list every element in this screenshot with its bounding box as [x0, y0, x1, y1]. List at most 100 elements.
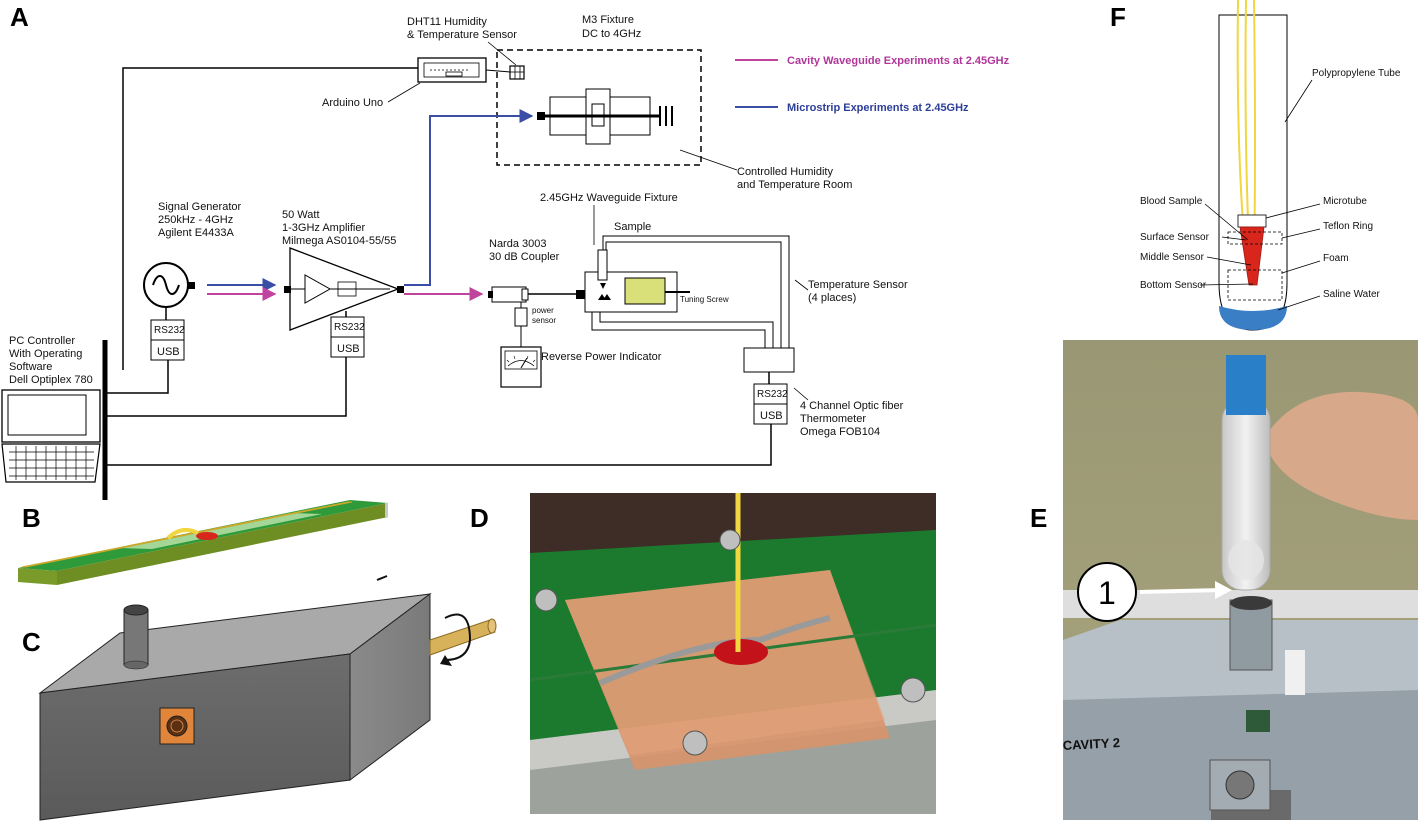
arduino-cable	[122, 67, 418, 370]
signal-generator-label-2: 250kHz - 4GHz	[158, 214, 233, 226]
reverse-power-meter	[500, 346, 542, 388]
controlled-room-box	[496, 49, 702, 166]
amplifier-label-1: 50 Watt	[282, 209, 320, 221]
panel-c-cavity	[38, 575, 497, 821]
amp-interface	[330, 316, 365, 358]
pc-computer-icon	[1, 389, 101, 483]
coupler	[488, 286, 576, 347]
thermometer-rs232: RS232	[757, 389, 788, 400]
thermometer-interface	[753, 383, 788, 425]
panel-a-schematic: Arduino Uno DHT11 Humidity & Temperature…	[1, 14, 1010, 500]
saline-leader	[1277, 295, 1321, 311]
temperature-sensor-leader	[794, 279, 809, 291]
m3-fixture-label-2: DC to 4GHz	[582, 28, 641, 40]
panel-letter-b: B	[22, 503, 41, 533]
thermometer-cable	[107, 424, 772, 466]
panel-letter-f: F	[1110, 2, 1126, 32]
amplifier-label-3: Milmega AS0104-55/55	[282, 235, 396, 247]
temperature-fibers	[591, 235, 790, 348]
thermometer-usb: USB	[760, 410, 783, 422]
arduino-dht-cable	[485, 69, 511, 73]
coupler-label-2: 30 dB Coupler	[489, 251, 560, 263]
sine-wave-icon	[152, 275, 180, 295]
microtube-label: Microtube	[1323, 196, 1367, 207]
arduino-label: Arduino Uno	[322, 97, 383, 109]
arduino-leader	[387, 82, 421, 103]
pc-controller-label-4: Dell Optiplex 780	[9, 374, 93, 386]
thermometer-label-1: 4 Channel Optic fiber	[800, 400, 904, 412]
thermometer-label-2: Thermometer	[800, 413, 866, 425]
foam-label: Foam	[1323, 253, 1349, 264]
power-sensor-label-1: power	[532, 306, 554, 315]
foam-leader	[1281, 260, 1321, 274]
tuning-screw-label: Tuning Screw	[680, 295, 729, 304]
pc-controller-label-2: With Operating	[9, 348, 82, 360]
teflon-leader	[1281, 228, 1321, 239]
dht11-label-2: & Temperature Sensor	[407, 29, 517, 41]
blood-label: Blood Sample	[1140, 196, 1203, 207]
m3-fixture-device	[537, 88, 673, 145]
middle-sensor-label: Middle Sensor	[1140, 252, 1205, 263]
polypropylene-leader	[1284, 79, 1313, 123]
siggen-usb: USB	[157, 346, 180, 358]
temperature-sensor-label-2: (4 places)	[808, 292, 856, 304]
marker-circle	[1077, 562, 1137, 622]
blood-leader	[1204, 203, 1249, 241]
amp-to-m3-blue	[404, 109, 534, 286]
dht11-sensor	[509, 65, 525, 80]
signal-generator-label-3: Agilent E4433A	[158, 227, 234, 239]
amplifier-label-2: 1-3GHz Amplifier	[282, 222, 365, 234]
saline-label: Saline Water	[1323, 289, 1381, 300]
sample-label: Sample	[614, 221, 651, 233]
arduino-board	[417, 57, 487, 83]
panel-letter-e: E	[1030, 503, 1047, 533]
pc-controller-label-3: Software	[9, 361, 52, 373]
polypropylene-label: Polypropylene Tube	[1312, 68, 1401, 79]
teflon-label: Teflon Ring	[1323, 221, 1373, 232]
marker-arrow	[1139, 588, 1223, 594]
surface-sensor-label: Surface Sensor	[1140, 232, 1210, 243]
waveguide-fixture	[576, 249, 690, 313]
reverse-power-label: Reverse Power Indicator	[541, 351, 662, 363]
controlled-room-label-1: Controlled Humidity	[737, 166, 833, 178]
marker-number: 1	[1098, 575, 1116, 611]
dht11-label-1: DHT11 Humidity	[407, 16, 487, 28]
panel-d-photo	[529, 493, 937, 814]
cavity-label: CAVITY 2	[1062, 735, 1120, 753]
panel-b-microstrip	[18, 500, 388, 585]
siggen-cable	[107, 360, 169, 394]
amp-rs232: RS232	[334, 322, 365, 333]
waveguide-fixture-label: 2.45GHz Waveguide Fixture	[540, 192, 678, 204]
coupler-label-1: Narda 3003	[489, 238, 547, 250]
siggen-interface	[150, 319, 185, 361]
thermometer-label-3: Omega FOB104	[800, 426, 880, 438]
panel-letter-d: D	[470, 503, 489, 533]
middle-leader	[1206, 256, 1252, 266]
controlled-room-leader	[679, 149, 738, 171]
dht11-leader	[487, 41, 517, 66]
power-sensor-label-2: sensor	[532, 316, 556, 325]
panel-e-photo: 1 CAVITY 2	[1062, 340, 1418, 820]
signal-generator-port	[188, 282, 195, 289]
surface-leader	[1221, 236, 1247, 241]
panel-letter-a: A	[10, 2, 29, 32]
thermometer-leader	[793, 387, 809, 401]
amp-cable	[107, 357, 347, 417]
panel-letter-c: C	[22, 627, 41, 657]
legend-cavity-label: Cavity Waveguide Experiments at 2.45GHz	[787, 55, 1010, 67]
amplifier	[284, 247, 404, 331]
panel-f-tube: Polypropylene Tube Blood Sample Microtub…	[1140, 0, 1401, 331]
amp-usb: USB	[337, 343, 360, 355]
m3-fixture-label-1: M3 Fixture	[582, 14, 634, 26]
bottom-sensor-label: Bottom Sensor	[1140, 280, 1207, 291]
temperature-sensor-label-1: Temperature Sensor	[808, 279, 908, 291]
signal-generator-label-1: Signal Generator	[158, 201, 241, 213]
fiber-thermometer	[743, 347, 795, 373]
legend-microstrip-label: Microstrip Experiments at 2.45GHz	[787, 102, 969, 114]
microtube-leader	[1265, 203, 1321, 219]
pc-controller-label-1: PC Controller	[9, 335, 75, 347]
controlled-room-label-2: and Temperature Room	[737, 179, 852, 191]
siggen-rs232: RS232	[154, 325, 185, 336]
bottom-leader	[1199, 283, 1254, 286]
